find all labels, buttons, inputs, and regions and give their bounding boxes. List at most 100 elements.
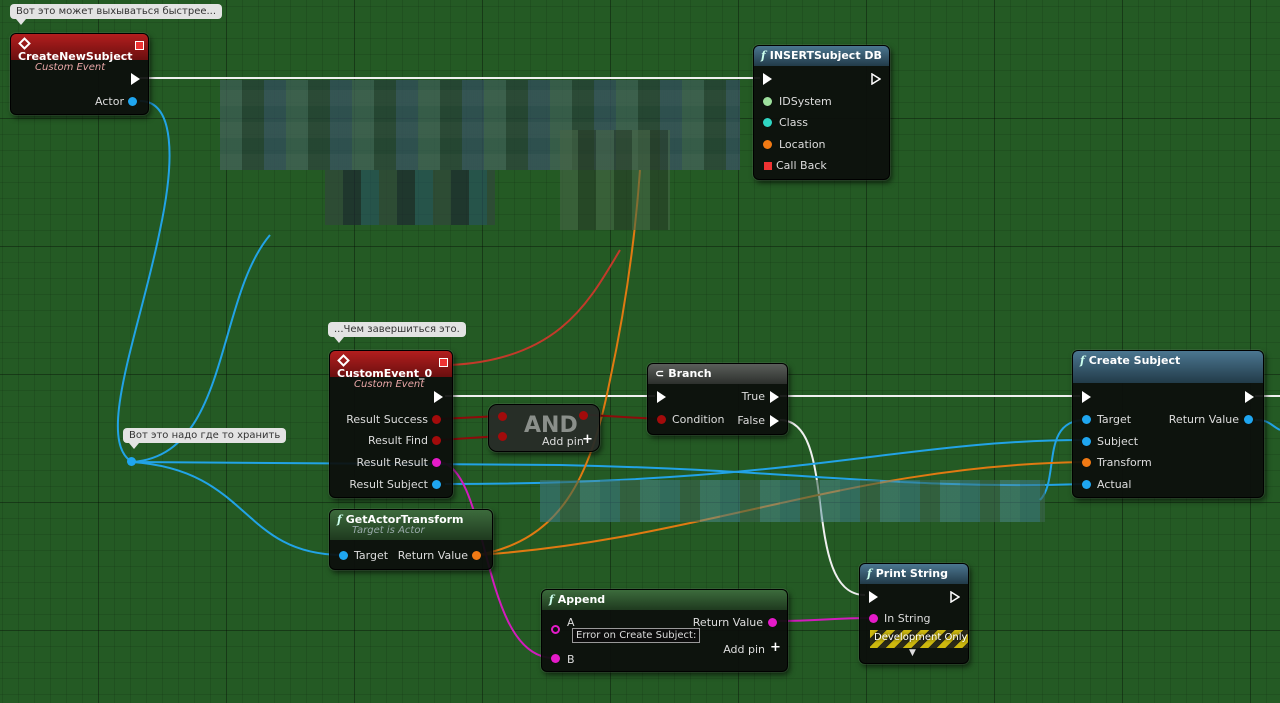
false-exec-pin[interactable] — [770, 415, 779, 427]
pin-label-condition: Condition — [672, 413, 725, 426]
pin-label-transform: Transform — [1097, 456, 1152, 469]
return-value-pin[interactable] — [768, 618, 777, 627]
location-pin[interactable] — [763, 140, 772, 149]
function-icon: f — [549, 593, 554, 606]
pin-label-callback: Call Back — [776, 159, 827, 172]
pin-label-return-value: Return Value — [692, 616, 763, 629]
result-success-pin[interactable] — [432, 415, 441, 424]
pin-label-in-string: In String — [884, 612, 931, 625]
add-pin-plus-icon[interactable]: + — [582, 432, 593, 447]
pixelated-region-top-2 — [325, 170, 495, 225]
pin-label-target: Target — [1097, 413, 1132, 426]
node-header: ⊂Branch — [648, 364, 787, 384]
pin-b[interactable] — [551, 654, 560, 663]
node-title: Create Subject — [1088, 354, 1181, 367]
in-string-pin[interactable] — [869, 614, 878, 623]
true-exec-pin[interactable] — [770, 391, 779, 403]
result-result-pin[interactable] — [432, 458, 441, 467]
pin-label-result-success: Result Success — [346, 413, 428, 426]
exec-in-pin[interactable] — [657, 391, 666, 403]
actor-pin[interactable] — [128, 97, 137, 106]
node-title: INSERTSubject DB — [769, 49, 882, 62]
pin-label-actor: Actor — [95, 95, 124, 108]
exec-in-pin[interactable] — [1082, 391, 1091, 403]
pixelated-region-top-3 — [560, 130, 670, 230]
and-input-a-pin[interactable] — [498, 412, 507, 421]
condition-pin[interactable] — [657, 415, 666, 424]
function-icon: f — [867, 567, 872, 580]
pin-label-location: Location — [779, 138, 826, 151]
pin-a[interactable] — [551, 625, 560, 634]
node-title: CreateNewSubject — [18, 50, 133, 63]
node-branch[interactable]: ⊂Branch True Condition False — [647, 363, 788, 435]
pin-label-b: B — [567, 653, 575, 666]
exec-in-pin[interactable] — [763, 73, 772, 85]
comment-middle[interactable]: ...Чем завершиться это. — [328, 322, 466, 343]
pin-label-subject: Subject — [1097, 435, 1139, 448]
node-create-new-subject[interactable]: CreateNewSubject Custom Event Actor — [10, 33, 149, 115]
add-pin-label: Add pin — [542, 435, 584, 448]
pin-label-result-result: Result Result — [356, 456, 428, 469]
exec-in-pin[interactable] — [869, 591, 878, 603]
pin-label-target: Target — [354, 549, 389, 562]
function-icon: f — [337, 513, 342, 526]
expand-arrow-icon[interactable]: ▼ — [909, 648, 916, 658]
target-pin[interactable] — [1082, 415, 1091, 424]
wire-reroute-to-target — [131, 461, 341, 556]
comment-left[interactable]: Вот это надо где то хранить — [123, 428, 287, 449]
branch-icon: ⊂ — [655, 367, 665, 380]
wire-append-to-instring — [777, 617, 873, 622]
result-subject-pin[interactable] — [432, 480, 441, 489]
actual-pin[interactable] — [1082, 480, 1091, 489]
function-icon: f — [1080, 354, 1085, 367]
node-custom-event-0[interactable]: CustomEvent_0 Custom Event Result Succes… — [329, 350, 453, 498]
wire-transform-to-location — [477, 169, 641, 556]
pin-label-class: Class — [779, 116, 808, 129]
class-pin[interactable] — [763, 118, 772, 127]
event-icon — [337, 354, 350, 367]
exec-out-pin[interactable] — [434, 391, 443, 403]
node-subtitle: Target is Actor — [352, 525, 425, 536]
add-pin-plus-icon[interactable]: + — [770, 640, 781, 655]
idsystem-pin[interactable] — [763, 97, 772, 106]
return-value-pin[interactable] — [1244, 415, 1253, 424]
target-pin[interactable] — [339, 551, 348, 560]
transform-pin[interactable] — [1082, 458, 1091, 467]
reroute-node[interactable] — [127, 457, 136, 466]
comment-top[interactable]: Вот это может выхываться быстрее... — [10, 4, 223, 25]
a-value-input[interactable]: Error on Create Subject: — [572, 628, 701, 643]
node-title: Branch — [668, 367, 712, 380]
pin-label-true: True — [741, 390, 765, 403]
delegate-pin[interactable] — [135, 41, 144, 50]
return-value-pin[interactable] — [472, 551, 481, 560]
exec-out-pin[interactable] — [131, 73, 140, 85]
callback-pin[interactable] — [764, 162, 772, 170]
exec-out-pin[interactable] — [1245, 391, 1254, 403]
exec-out-pin[interactable] — [871, 73, 881, 85]
exec-out-pin[interactable] — [950, 591, 960, 603]
node-subtitle: Custom Event — [354, 379, 425, 390]
pin-label-result-subject: Result Subject — [349, 478, 428, 491]
result-find-pin[interactable] — [432, 436, 441, 445]
development-only-stripe — [870, 630, 968, 648]
pin-label-a: A — [567, 616, 575, 629]
function-icon: f — [761, 49, 766, 62]
wire-event0-to-callback — [449, 249, 621, 366]
node-and[interactable]: AND Add pin + — [488, 404, 600, 452]
and-input-b-pin[interactable] — [498, 432, 507, 441]
delegate-pin[interactable] — [439, 358, 448, 367]
node-header: CreateNewSubject Custom Event — [11, 34, 148, 73]
node-title: Print String — [875, 567, 948, 580]
event-icon — [18, 37, 31, 50]
and-output-pin[interactable] — [579, 411, 588, 420]
subject-pin[interactable] — [1082, 437, 1091, 446]
